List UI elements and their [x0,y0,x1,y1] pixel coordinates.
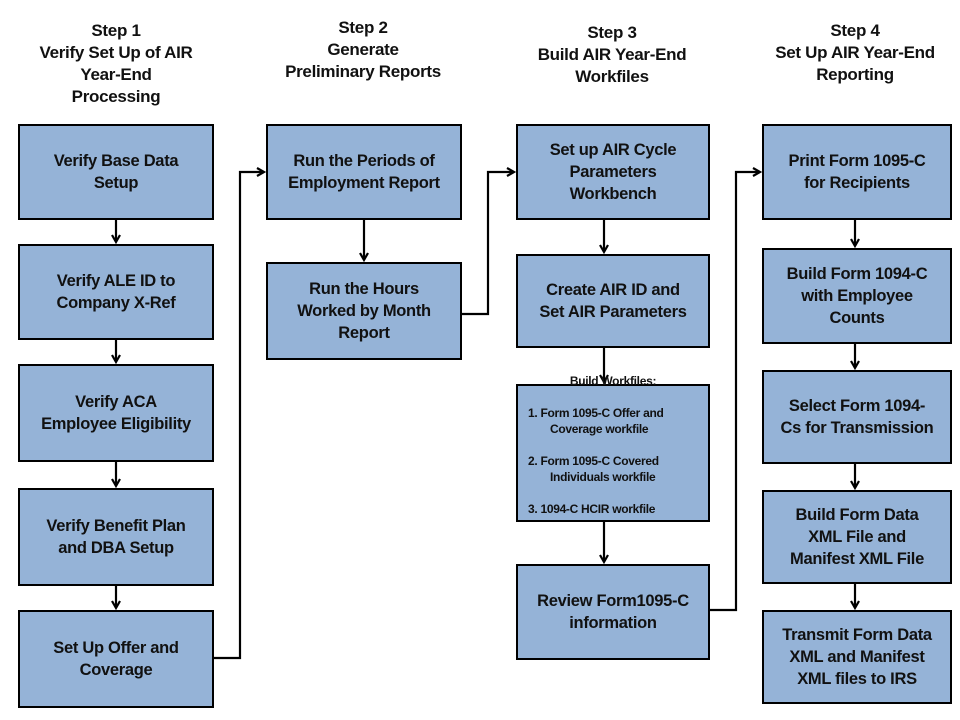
arrow-s1-to-s2 [212,172,264,660]
step-1-box-verify-benefit-plan: Verify Benefit Plan and DBA Setup [18,488,214,586]
step-3-box-air-cycle-parameters: Set up AIR Cycle Parameters Workbench [516,124,710,220]
arrow-s3-to-s4 [710,172,760,612]
workfiles-list: 1. Form 1095-C Offer and Coverage workfi… [522,389,704,533]
step-3-title: Step 3 Build AIR Year-End Workfiles [537,23,687,86]
step-4-box-build-1094c: Build Form 1094-C with Employee Counts [762,248,952,344]
step-4-box-select-1094c: Select Form 1094- Cs for Transmission [762,370,952,464]
step-1-box-verify-base-data: Verify Base Data Setup [18,124,214,220]
step-4-title: Step 4 Set Up AIR Year-End Reporting [775,21,935,84]
step-3-box-review-form-1095c: Review Form1095-C information [516,564,710,660]
workfiles-item: 2. Form 1095-C Covered Individuals workf… [528,454,659,484]
step-4-box-build-xml: Build Form Data XML File and Manifest XM… [762,490,952,584]
step-2-box-periods-of-employment: Run the Periods of Employment Report [266,124,462,220]
step-2-title: Step 2 Generate Preliminary Reports [285,18,441,81]
workfiles-item: 3. 1094-C HCIR workfile [528,502,656,516]
workfiles-item: 1. Form 1095-C Offer and Coverage workfi… [528,406,664,436]
step-2-box-hours-worked: Run the Hours Worked by Month Report [266,262,462,360]
step-1-box-set-up-offer: Set Up Offer and Coverage [18,610,214,708]
step-3-box-create-air-id: Create AIR ID and Set AIR Parameters [516,254,710,348]
step-4-box-print-1095c: Print Form 1095-C for Recipients [762,124,952,220]
workfiles-heading: Build Workfiles: [569,374,657,388]
step-3-box-build-workfiles: Build Workfiles: 1. Form 1095-C Offer an… [516,374,710,522]
step-1-box-verify-aca-eligibility: Verify ACA Employee Eligibility [18,364,214,462]
step-1-box-verify-ale-id: Verify ALE ID to Company X-Ref [18,244,214,340]
arrow-s2-to-s3 [460,172,514,316]
step-1-title: Step 1 Verify Set Up of AIR Year-End Pro… [39,21,193,106]
step-4-box-transmit-xml: Transmit Form Data XML and Manifest XML … [762,610,952,704]
